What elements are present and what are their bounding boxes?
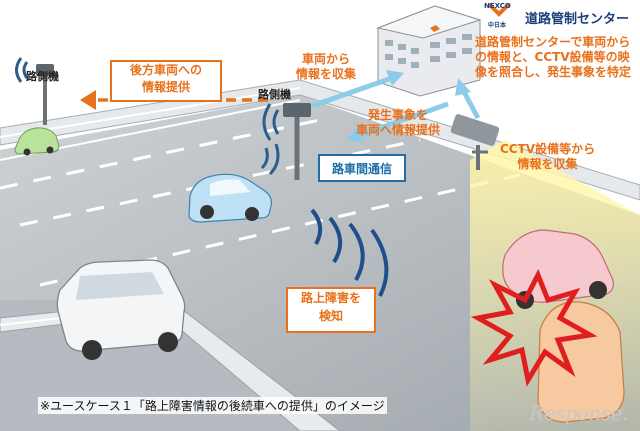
cctv-arrow-line bbox=[460, 88, 481, 120]
collect-arrowhead bbox=[386, 70, 404, 86]
response-watermark: Response. bbox=[529, 401, 628, 425]
cctv-camera bbox=[450, 114, 500, 170]
roadside-unit-left-label: 路側機 bbox=[26, 70, 59, 83]
nexco-logo-mark bbox=[487, 2, 511, 17]
car-crashed-pink bbox=[502, 229, 614, 309]
provide-arrowhead bbox=[346, 126, 364, 142]
v2x-communication-label: 路車間通信 bbox=[318, 154, 406, 182]
signal-waves-center bbox=[262, 103, 280, 141]
collect-arrow-line bbox=[311, 75, 393, 109]
provide-arrow-line bbox=[359, 101, 449, 138]
collect-from-vehicle-label: 車両から 情報を収集 bbox=[296, 52, 357, 81]
far-guardrail bbox=[0, 79, 640, 201]
rear-info-label: 後方車両への 情報提供 bbox=[110, 60, 222, 102]
nexco-logo-subtext: 中日本 bbox=[488, 22, 507, 29]
car-middle-blue bbox=[188, 173, 272, 223]
roadside-unit-center-label: 路側機 bbox=[258, 88, 291, 101]
obstacle-detection-label: 路上障害を 検知 bbox=[286, 287, 376, 333]
nexco-logo-text: NEXCO bbox=[484, 2, 511, 10]
roadside-unit-center bbox=[283, 103, 311, 180]
provide-event-label: 発生事象を 車両へ情報提供 bbox=[356, 108, 441, 137]
cctv-arrowhead bbox=[455, 78, 471, 96]
signal-waves-detect bbox=[310, 208, 389, 297]
control-center-name: 道路管制センター bbox=[525, 12, 630, 27]
rear-info-arrowhead bbox=[80, 90, 96, 110]
cctv-collect-label: CCTV設備等から 情報を収集 bbox=[500, 142, 596, 171]
signal-waves-car bbox=[260, 143, 280, 176]
car-near-white-van bbox=[56, 259, 186, 360]
roadside-unit-left bbox=[36, 64, 54, 125]
car-far-green bbox=[14, 127, 60, 156]
crash-burst bbox=[470, 269, 598, 387]
control-center-description: 道路管制センターで車両から の情報と、CCTV設備等の映 像を照合し、発生事象を… bbox=[475, 35, 632, 79]
signal-waves-left bbox=[15, 57, 29, 83]
diagram-caption: ※ユースケース１「路上障害情報の後続車への提供」のイメージ bbox=[38, 397, 387, 414]
